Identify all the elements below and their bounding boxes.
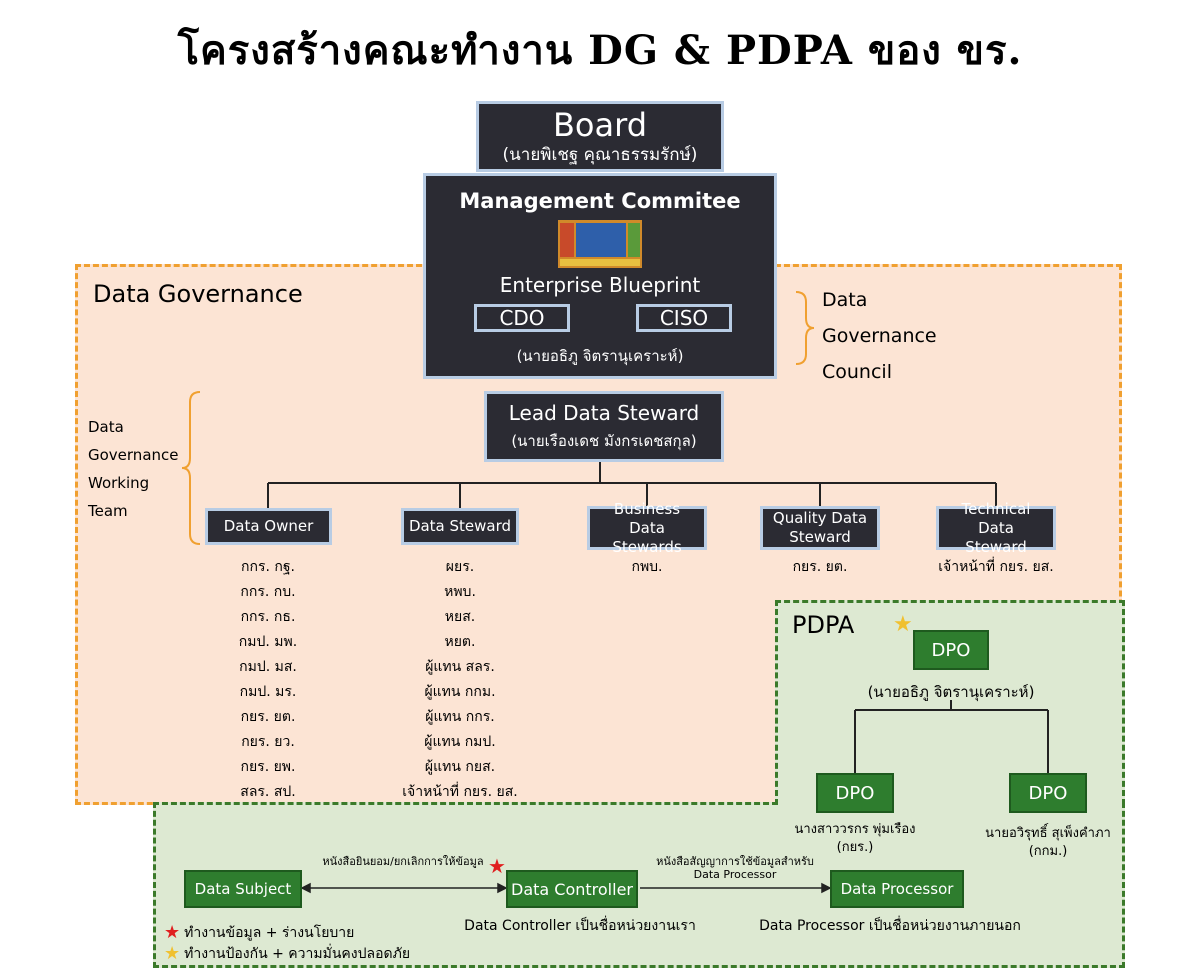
ciso-box: CISO [636, 304, 732, 332]
lead-data-steward-box: Lead Data Steward (นายเรืองเดช มังกรเดชส… [484, 391, 724, 462]
list-item: กยร. ยต. [240, 709, 296, 725]
board-person: (นายพิเชฐ คุณาธรรมรักษ์) [502, 145, 698, 165]
dpo-main-box: DPO [913, 630, 989, 670]
processor-note: Data Processor เป็นชื่อหน่วยงานภายนอก [759, 918, 1021, 934]
dpo-left-box: DPO [816, 773, 894, 813]
quality-steward-members: กยร. ยต. [750, 555, 890, 580]
legend-red: ★ ทำงานข้อมูล + ร่างนโยบาย [164, 922, 354, 944]
working-team-line-1: Data [88, 418, 124, 436]
working-team-label: Data Governance Working Team [88, 413, 179, 525]
list-item: หพบ. [444, 584, 476, 600]
enterprise-blueprint-label: Enterprise Blueprint [499, 273, 701, 297]
board-title: Board [552, 106, 648, 144]
working-team-line-2: Governance [88, 446, 179, 464]
list-item: ผยร. [445, 559, 475, 575]
red-star-legend-icon: ★ [164, 922, 181, 943]
list-item: กมป. มพ. [238, 634, 298, 650]
list-item: เจ้าหน้าที่ กยร. ยส. [938, 559, 1054, 575]
role-box-data-owner: Data Owner [205, 508, 332, 545]
dpo-right-unit: (กกม.) [1028, 844, 1068, 859]
pdpa-label: PDPA [792, 611, 855, 639]
legend-yellow-label: ทำงานป้องกัน + ความมั่นคงปลอดภัย [184, 946, 411, 962]
dpo-main-person: (นายอธิภู จิตรานุเคราะห์) [867, 683, 1035, 701]
list-item: กกร. กฐ. [240, 559, 296, 575]
council-label-line-2: Governance [822, 325, 937, 347]
list-item: หยส. [444, 609, 476, 625]
dpo-left-person: นางสาววรกร พุ่มเรือง [794, 822, 916, 837]
legend-red-label: ทำงานข้อมูล + ร่างนโยบาย [184, 925, 355, 941]
page-title: โครงสร้างคณะทำงาน DG & PDPA ของ ขร. [177, 27, 1023, 74]
list-item: กกร. กธ. [240, 609, 296, 625]
management-person: (นายอธิภู จิตรานุเคราะห์) [516, 347, 684, 365]
list-item: กยร. ยพ. [240, 759, 296, 775]
dpo-left-unit: (กยร.) [836, 840, 874, 855]
data-steward-members: ผยร. หพบ. หยส. หยต. ผู้แทน สลร. ผู้แทน ก… [380, 555, 540, 805]
board-box: Board (นายพิเชฐ คุณาธรรมรักษ์) [476, 101, 724, 172]
list-item: เจ้าหน้าที่ กยร. ยส. [402, 784, 518, 800]
pdpa-region-divider [153, 802, 778, 805]
list-item: สลร. สป. [240, 784, 296, 800]
list-item: กกร. กบ. [240, 584, 296, 600]
list-item: ผู้แทน กมป. [424, 734, 496, 750]
role-box-data-steward: Data Steward [401, 508, 519, 545]
list-item: กมป. มส. [239, 659, 297, 675]
list-item: ผู้แทน กกร. [425, 709, 495, 725]
data-processor-box: Data Processor [830, 870, 964, 908]
council-label-line-1: Data [822, 289, 868, 311]
list-item: กยร. ยว. [241, 734, 295, 750]
management-committee-box: Management Commitee Enterprise Blueprint [423, 173, 777, 379]
list-item: กมป. มร. [239, 684, 297, 700]
lead-steward-title: Lead Data Steward [508, 401, 700, 425]
role-box-business-data-stewards: Business Data Stewards [587, 500, 707, 556]
council-label: Data Governance Council [822, 282, 937, 390]
red-star-icon: ★ [488, 854, 506, 878]
list-item: ผู้แทน กกม. [424, 684, 496, 700]
list-item: หยต. [444, 634, 476, 650]
data-governance-label: Data Governance [93, 280, 303, 308]
business-steward-members: กพบ. [577, 555, 717, 580]
council-label-line-3: Council [822, 361, 892, 383]
working-team-line-3: Working [88, 474, 150, 492]
yellow-star-icon: ★ [893, 612, 913, 637]
lead-steward-person: (นายเรืองเดช มังกรเดชสกุล) [511, 432, 697, 450]
management-title: Management Commitee [459, 189, 741, 213]
agreement-label-line-2: Data Processor [693, 868, 777, 881]
data-owner-members: กกร. กฐ. กกร. กบ. กกร. กธ. กมป. มพ. กมป.… [198, 555, 338, 805]
role-box-technical-data-steward: Technical Data Steward [936, 500, 1056, 556]
data-controller-box: Data Controller [506, 870, 638, 908]
enterprise-blueprint-image [558, 220, 642, 268]
legend-yellow: ★ ทำงานป้องกัน + ความมั่นคงปลอดภัย [164, 943, 410, 965]
working-team-line-4: Team [88, 502, 128, 520]
technical-steward-members: เจ้าหน้าที่ กยร. ยส. [916, 555, 1076, 580]
yellow-star-legend-icon: ★ [164, 943, 181, 964]
cdo-box: CDO [474, 304, 570, 332]
data-subject-box: Data Subject [184, 870, 302, 908]
list-item: ผู้แทน กยส. [424, 759, 496, 775]
role-box-quality-data-steward: Quality Data Steward [760, 506, 880, 550]
agreement-label-line-1: หนังสือสัญญาการใช้ข้อมูลสำหรับ [656, 855, 814, 868]
list-item: กยร. ยต. [792, 559, 848, 575]
consent-label: หนังสือยินยอม/ยกเลิกการให้ข้อมูล [322, 855, 484, 868]
controller-note: Data Controller เป็นชื่อหน่วยงานเรา [464, 918, 696, 934]
dpo-right-box: DPO [1009, 773, 1087, 813]
dpo-right-person: นายอวิรุทธิ์ สุเพ็งคำภา [985, 826, 1111, 841]
list-item: กพบ. [631, 559, 663, 575]
list-item: ผู้แทน สลร. [425, 659, 495, 675]
